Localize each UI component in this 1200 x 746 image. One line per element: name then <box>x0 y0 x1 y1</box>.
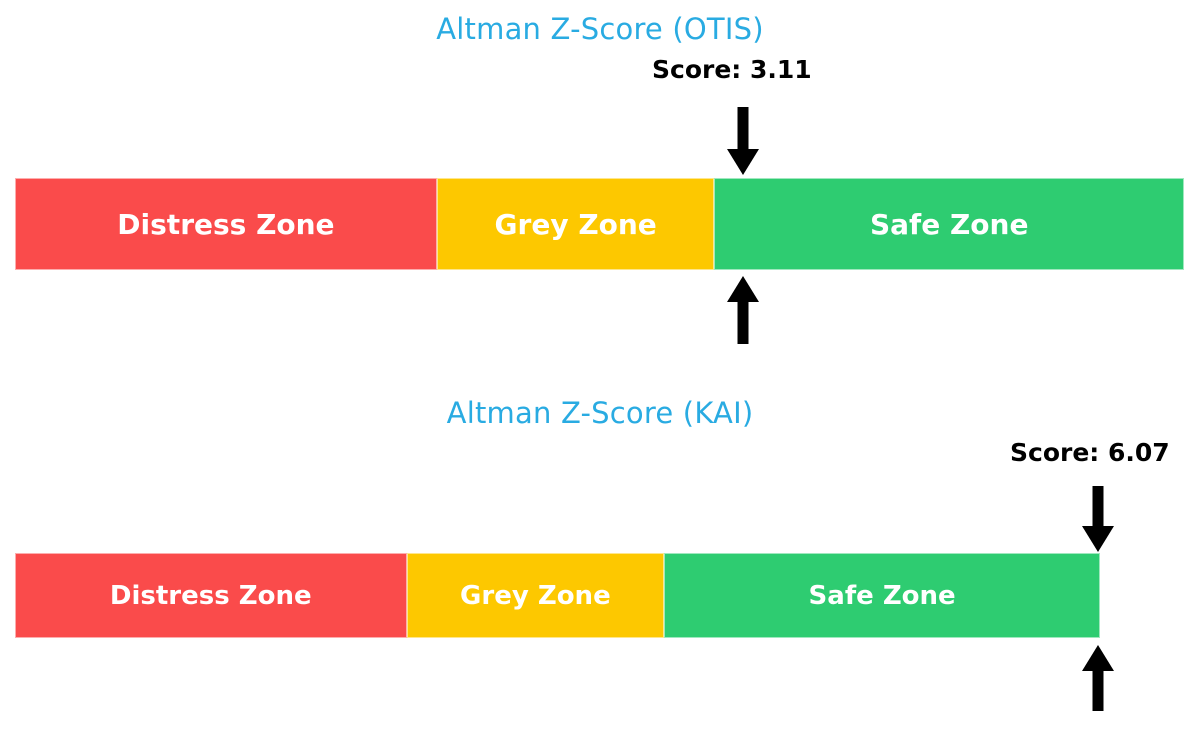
zone-label-distress: Distress Zone <box>117 207 335 241</box>
zone-distress-kai[interactable]: Distress Zone <box>15 553 407 638</box>
zone-distress-otis[interactable]: Distress Zone <box>15 178 437 270</box>
zone-label-distress: Distress Zone <box>109 580 312 611</box>
zone-label-safe: Safe Zone <box>870 207 1029 241</box>
zone-label-grey: Grey Zone <box>494 207 657 241</box>
page-title-kai: Altman Z-Score (KAI) <box>446 396 754 430</box>
score-label-kai: Score: 6.07 <box>1010 438 1170 467</box>
zone-label-grey: Grey Zone <box>460 580 611 611</box>
arrow-up-shaft <box>737 300 749 344</box>
page-title-otis: Altman Z-Score (OTIS) <box>436 12 764 46</box>
zone-label-safe: Safe Zone <box>808 580 956 611</box>
arrow-down-shaft <box>1092 486 1104 528</box>
zone-bar-kai: Distress Zone Grey Zone Safe Zone <box>15 553 1100 638</box>
zone-safe-otis[interactable]: Safe Zone <box>714 178 1184 270</box>
arrow-up-head <box>1082 645 1114 671</box>
zone-safe-kai[interactable]: Safe Zone <box>664 553 1100 638</box>
arrow-up-head <box>727 276 759 302</box>
arrow-down-head <box>727 149 759 175</box>
zone-bar-otis: Distress Zone Grey Zone Safe Zone <box>15 178 1184 270</box>
zone-grey-kai[interactable]: Grey Zone <box>406 553 665 638</box>
zone-grey-otis[interactable]: Grey Zone <box>436 178 715 270</box>
arrow-up-shaft <box>1092 669 1104 711</box>
arrow-down-head <box>1082 526 1114 552</box>
arrow-down-shaft <box>737 107 749 151</box>
score-label-otis: Score: 3.11 <box>652 55 812 84</box>
